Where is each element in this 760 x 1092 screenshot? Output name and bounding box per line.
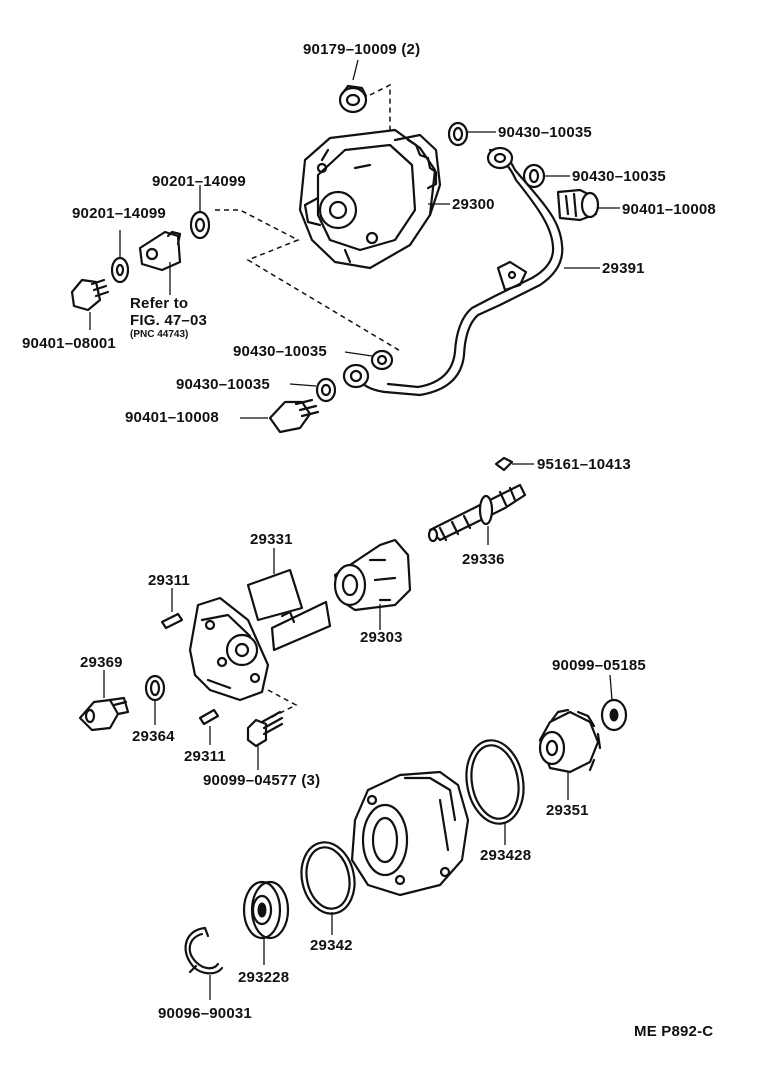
plug-29369 bbox=[78, 696, 130, 732]
label-293228: 293228 bbox=[238, 969, 289, 986]
label-90179: 90179–10009 (2) bbox=[303, 41, 420, 58]
o-ring-293428 bbox=[465, 739, 525, 825]
drive-shaft-29336 bbox=[427, 483, 527, 543]
label-90201-b: 90201–14099 bbox=[72, 205, 166, 222]
label-90401-b: 90401–08001 bbox=[22, 335, 116, 352]
label-29336: 29336 bbox=[462, 551, 505, 568]
o-ring-29342 bbox=[300, 841, 356, 915]
pin-29311-upper bbox=[160, 612, 184, 630]
vanes-29331 bbox=[246, 568, 332, 652]
label-293428: 293428 bbox=[480, 847, 531, 864]
label-90430-a: 90430–10035 bbox=[498, 124, 592, 141]
label-refer-pnc: (PNC 44743) bbox=[130, 329, 188, 340]
key-95161 bbox=[494, 456, 514, 472]
figure-code: ME P892-C bbox=[634, 1023, 713, 1040]
leader-90099-a bbox=[609, 674, 613, 701]
pump-main-housing bbox=[350, 770, 470, 897]
leader-90430-d bbox=[289, 383, 317, 387]
label-90099-a: 90099–05185 bbox=[552, 657, 646, 674]
pin-29311-lower bbox=[198, 708, 220, 726]
union-bolt-90401-lower bbox=[268, 398, 320, 434]
drive-gear-29351 bbox=[538, 708, 602, 774]
leader-90179 bbox=[352, 59, 359, 81]
label-90096: 90096–90031 bbox=[158, 1005, 252, 1022]
vacuum-pump-29300 bbox=[298, 128, 442, 270]
label-29311-a: 29311 bbox=[148, 572, 190, 589]
label-95161: 95161–10413 bbox=[537, 456, 631, 473]
dash-connection bbox=[215, 209, 403, 353]
dash-housing bbox=[267, 689, 298, 719]
nut-90179 bbox=[338, 84, 368, 114]
label-90099-b: 90099–04577 (3) bbox=[203, 772, 320, 789]
union-bolt-90401-right bbox=[556, 188, 600, 222]
rotor-29303 bbox=[333, 538, 412, 612]
snap-ring-90096 bbox=[184, 926, 224, 975]
label-29300: 29300 bbox=[452, 196, 495, 213]
dash-90179 bbox=[369, 83, 391, 130]
label-90430-d: 90430–10035 bbox=[176, 376, 270, 393]
washer-90430-pipe-upper bbox=[370, 349, 394, 371]
hose-fitting bbox=[138, 230, 182, 272]
washer-90430-top bbox=[447, 121, 469, 147]
washer-90201-upper bbox=[189, 210, 211, 240]
label-refer-fig: FIG. 47–03 bbox=[130, 312, 207, 329]
label-90401-a: 90401–10008 bbox=[622, 201, 716, 218]
bolt-90099-04577 bbox=[246, 710, 284, 748]
label-90401-c: 90401–10008 bbox=[125, 409, 219, 426]
bearing-293228 bbox=[242, 880, 290, 940]
vacuum-pipe-29391 bbox=[342, 146, 564, 397]
label-90430-b: 90430–10035 bbox=[572, 168, 666, 185]
label-29303: 29303 bbox=[360, 629, 403, 646]
label-90430-c: 90430–10035 bbox=[233, 343, 327, 360]
label-29311-b: 29311 bbox=[184, 748, 226, 765]
label-29391: 29391 bbox=[602, 260, 645, 277]
leader-90430-c bbox=[344, 351, 373, 357]
union-bolt-90401-left bbox=[70, 278, 110, 312]
label-29364: 29364 bbox=[132, 728, 175, 745]
label-29369: 29369 bbox=[80, 654, 123, 671]
washer-90430-pipe-lower bbox=[315, 377, 337, 403]
label-29342: 29342 bbox=[310, 937, 353, 954]
label-29351: 29351 bbox=[546, 802, 589, 819]
label-refer-to: Refer to bbox=[130, 295, 188, 312]
o-ring-29364 bbox=[144, 674, 166, 702]
label-29331: 29331 bbox=[250, 531, 293, 548]
label-90201-a: 90201–14099 bbox=[152, 173, 246, 190]
pump-housing-cover bbox=[188, 596, 270, 702]
washer-90201-lower bbox=[110, 256, 130, 284]
washer-90099-05185 bbox=[600, 698, 628, 732]
